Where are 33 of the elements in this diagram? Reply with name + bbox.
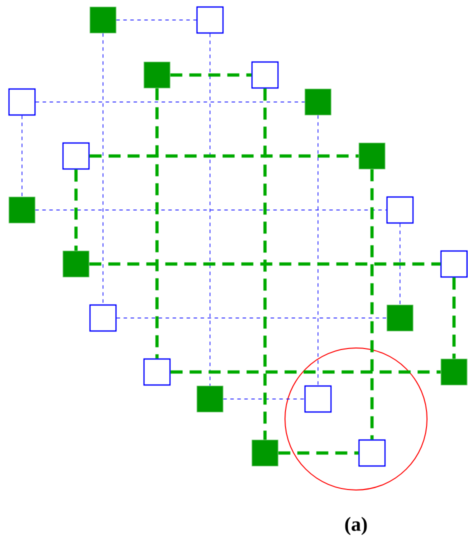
open-square bbox=[386, 196, 414, 224]
filled-square bbox=[90, 6, 116, 34]
open-square bbox=[89, 304, 117, 332]
dashed-line bbox=[89, 262, 440, 266]
filled-square bbox=[62, 250, 90, 278]
open-square bbox=[62, 142, 90, 170]
dashed-line bbox=[370, 169, 374, 440]
filled-square bbox=[440, 358, 468, 386]
filled-square bbox=[196, 386, 224, 412]
dashed-line bbox=[452, 278, 456, 359]
dashed-line bbox=[278, 451, 358, 455]
open-square bbox=[358, 439, 386, 467]
dashed-line bbox=[170, 73, 252, 77]
open-square bbox=[251, 61, 279, 89]
dashed-line bbox=[155, 88, 159, 358]
open-square bbox=[304, 385, 332, 413]
dashed-line bbox=[263, 88, 267, 440]
filled-square bbox=[144, 62, 170, 88]
filled-square bbox=[304, 88, 332, 116]
open-square bbox=[196, 6, 224, 34]
dashed-line bbox=[222, 398, 305, 400]
caption: (a) bbox=[345, 516, 367, 536]
filled-square bbox=[252, 440, 278, 466]
dashed-line bbox=[102, 32, 104, 305]
filled-square bbox=[8, 196, 36, 224]
dashed-line bbox=[74, 170, 78, 251]
filled-square bbox=[386, 304, 414, 332]
open-square bbox=[8, 88, 36, 116]
open-square bbox=[143, 358, 171, 386]
filled-square bbox=[358, 142, 386, 170]
open-square bbox=[440, 250, 468, 278]
dashed-line bbox=[90, 154, 359, 158]
dashed-line bbox=[170, 370, 441, 374]
